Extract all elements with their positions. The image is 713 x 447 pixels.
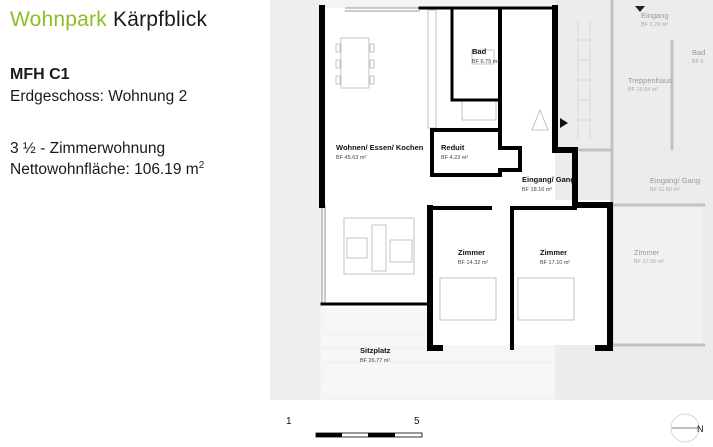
neighbor-hall-label: Eingang/ Gang (650, 176, 700, 185)
neighbor-stairs-area: BF 10.94 m² (628, 87, 658, 93)
north-arrow-icon: N (670, 413, 704, 443)
project-title-part2: Kärpfblick (112, 8, 208, 31)
room-living-area: BF 45.63 m² (336, 155, 366, 161)
neighbor-room-label: Zimmer (634, 248, 660, 257)
scale-bar (315, 432, 423, 438)
scale-start-label: 1 (286, 416, 292, 427)
room-bath-area: BF 6.75 m² (472, 59, 499, 65)
apartment-info-panel: Wohnpark Kärpfblick MFH C1 Erdgeschoss: … (0, 0, 270, 447)
neighbor-bath-label: Bad (692, 48, 705, 57)
neighbor-entrance-label: Eingang (641, 11, 669, 20)
apartment-entrance-icon (560, 118, 568, 128)
room-hall-area: BF 18.16 m² (522, 187, 552, 193)
project-title-part1: Wohnpark (10, 8, 107, 31)
walls (319, 5, 613, 351)
room-2-label: Zimmer (540, 248, 567, 257)
scale-end-label: 5 (414, 416, 420, 427)
net-area: Nettowohnfläche: 106.19 m2 (10, 160, 204, 179)
room-bath-label: Bad (472, 47, 487, 56)
room-living-label: Wohnen/ Essen/ Kochen (336, 143, 424, 152)
room-reduit-area: BF 4.23 m² (441, 155, 468, 161)
neighbor-bath-area: BF 6. (692, 59, 706, 65)
room-count: 3 ½ - Zimmerwohnung (10, 140, 166, 157)
room-1-label: Zimmer (458, 248, 485, 257)
room-1-area: BF 14.32 m² (458, 260, 488, 266)
neighbor-entrance-area: BF 3.78 m² (641, 22, 668, 28)
neighbor-room-area: BF 17.00 m² (634, 259, 664, 265)
garden-strip (270, 0, 320, 400)
project-title: Wohnpark Kärpfblick (10, 8, 207, 32)
room-terrace-label: Sitzplatz (360, 346, 391, 355)
neighbor-stairs-label: Treppenhaus (628, 76, 672, 85)
room-2-area: BF 17.10 m² (540, 260, 570, 266)
room-hall-label: Eingang/ Gang (522, 175, 575, 184)
building-name: MFH C1 (10, 66, 70, 83)
furniture (335, 9, 575, 321)
room-reduit-label: Reduit (441, 143, 465, 152)
room-terrace-area: BF 26.77 m² (360, 358, 390, 364)
floor-unit: Erdgeschoss: Wohnung 2 (10, 88, 188, 105)
entrance-arrow-icon (635, 6, 645, 12)
north-label: N (697, 424, 704, 434)
net-area-unit: 2 (198, 160, 205, 171)
apartment-floor-rooms (430, 200, 610, 345)
net-area-label: Nettowohnfläche: 106.19 m (10, 161, 199, 179)
neighbor-hall-area: BF 11.60 m² (650, 187, 680, 193)
